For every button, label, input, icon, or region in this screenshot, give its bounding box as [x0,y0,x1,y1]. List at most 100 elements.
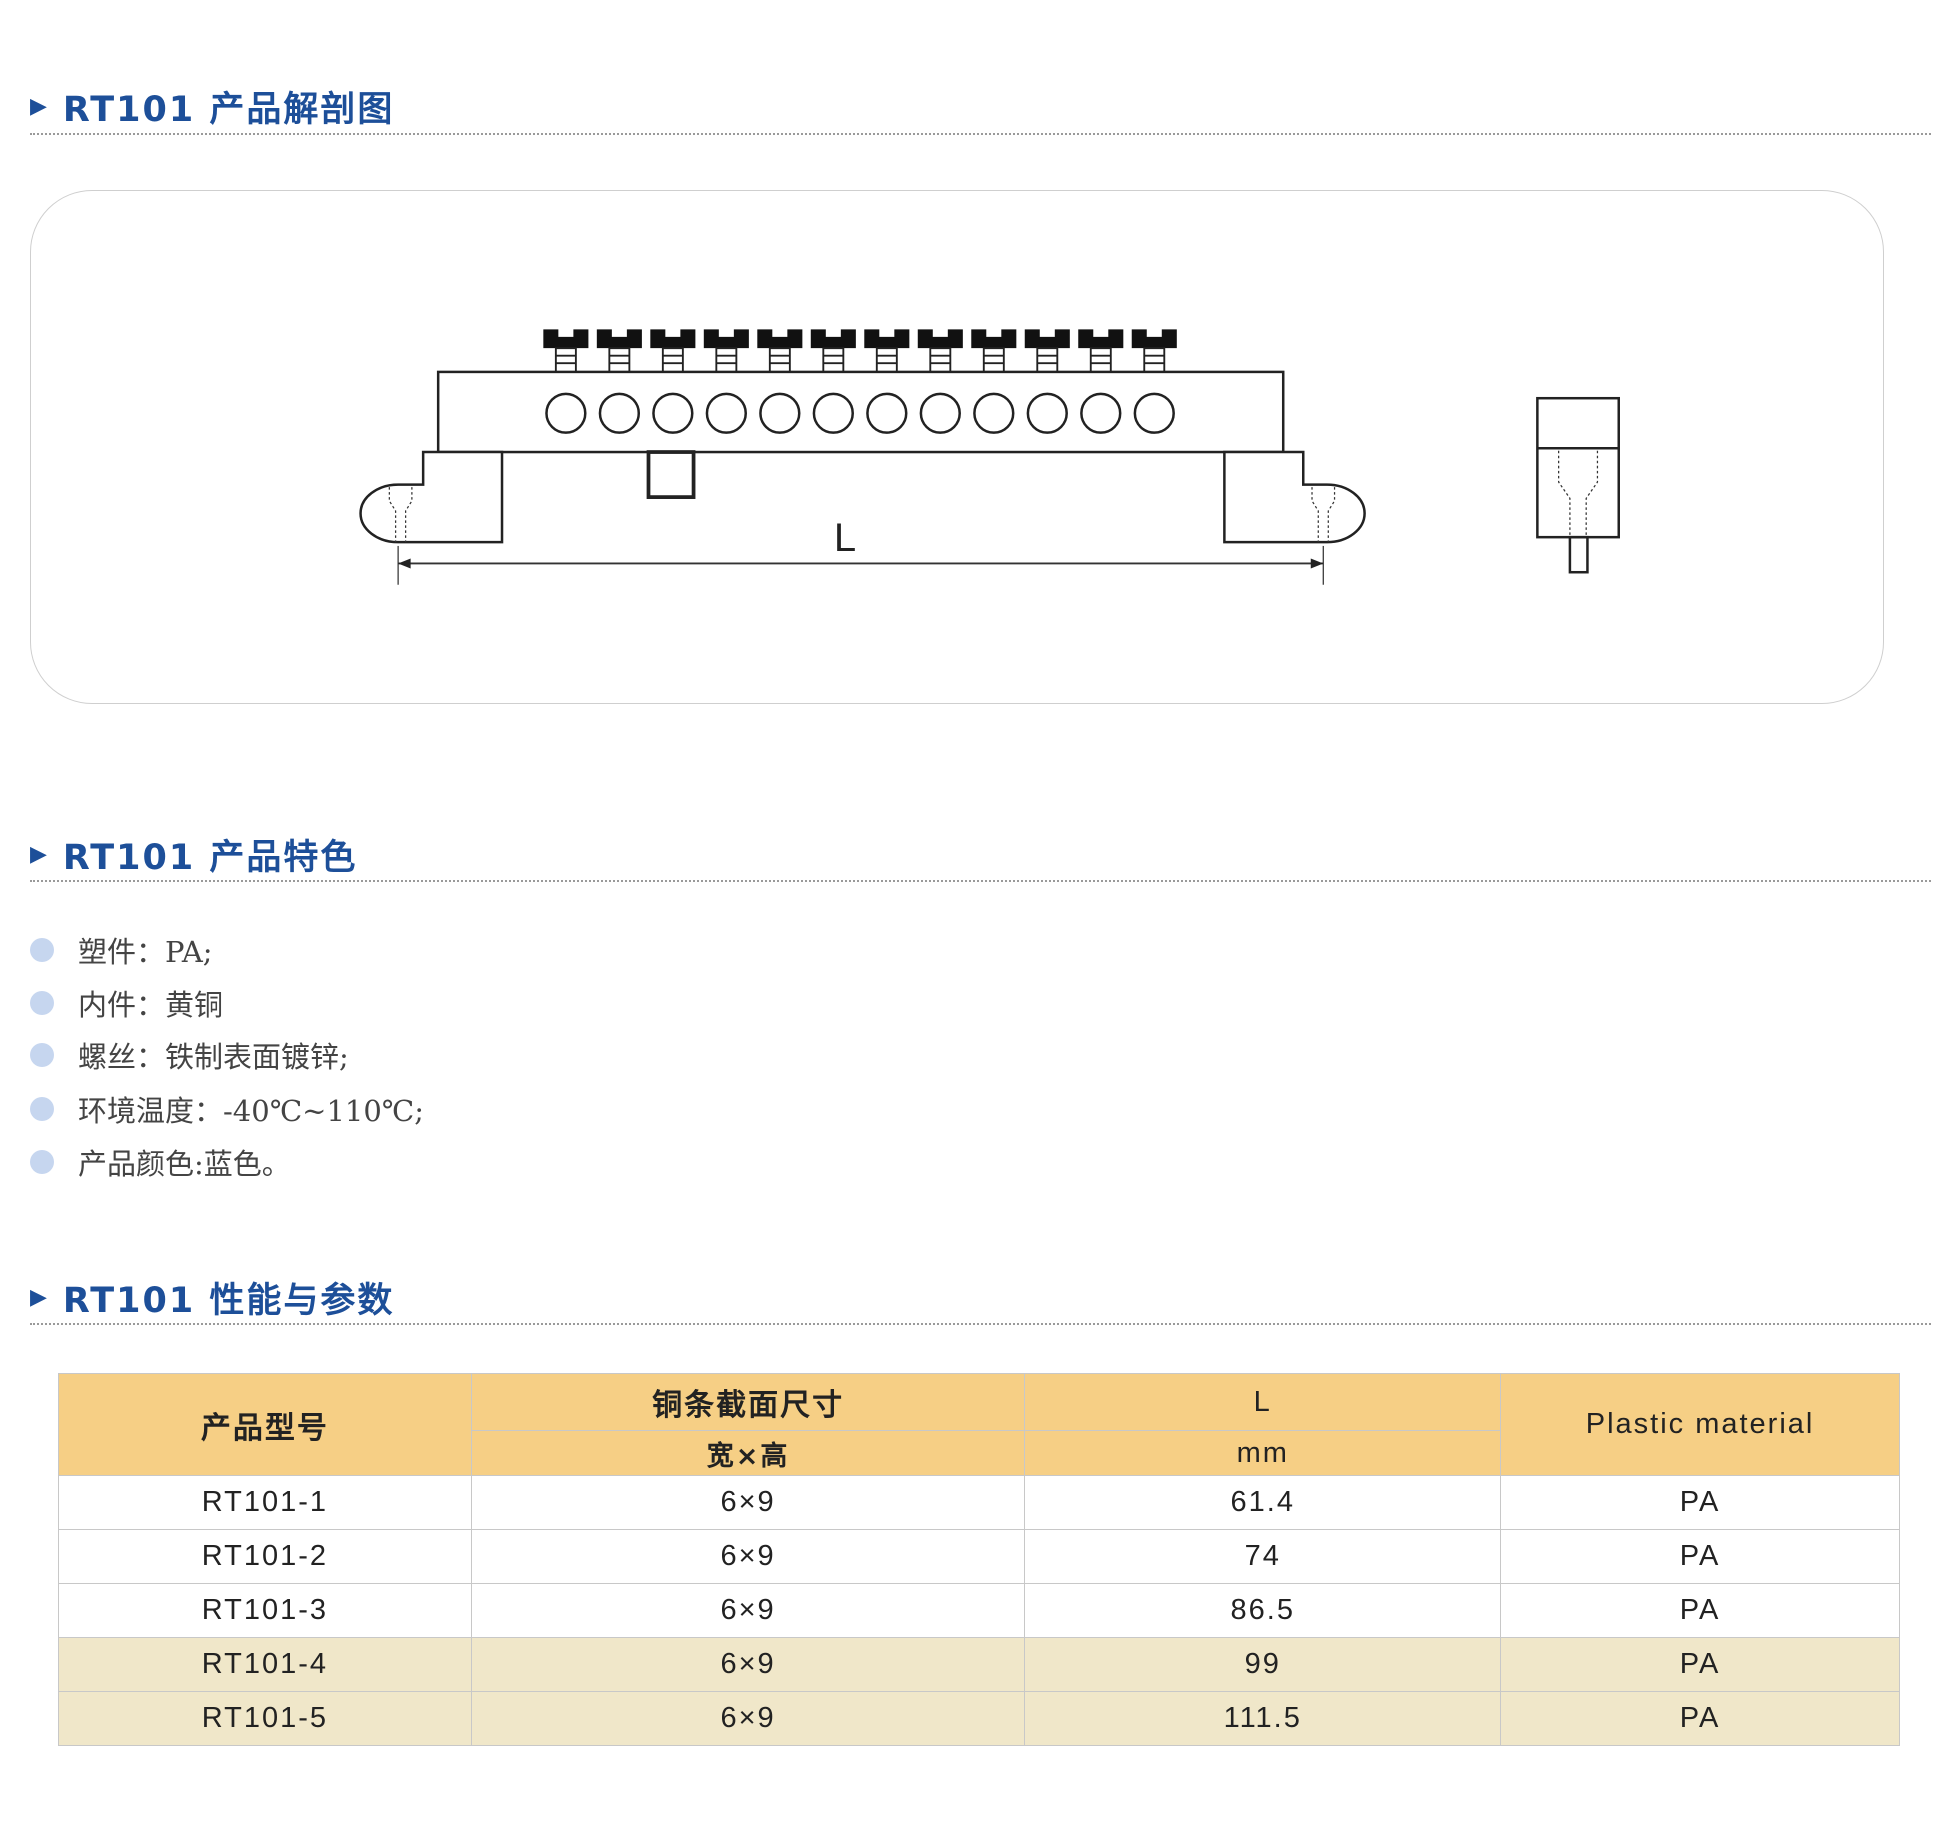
cell-model: RT101-2 [58,1529,472,1584]
bullet-icon [30,1150,54,1174]
cell-section: 6×9 [470,1637,1026,1692]
spec-table: 产品型号 铜条截面尺寸 L Plastic material 宽×高 mm RT… [58,1373,1900,1746]
cell-length: 99 [1024,1637,1502,1692]
header-model: 产品型号 [58,1373,472,1476]
screw-thread [1036,347,1059,373]
bullet-icon [30,991,54,1015]
screw-thread [929,347,952,373]
bullet-icon [30,1097,54,1121]
terminal-hole [1026,392,1068,434]
feature-text: 塑件：PA; [78,935,213,969]
terminal-hole [812,392,854,434]
header-material: Plastic material [1500,1373,1900,1476]
header-length: L [1024,1373,1502,1431]
feature-text: 产品颜色:蓝色。 [78,1147,291,1181]
screw-thread [554,347,577,373]
screw-head [1024,329,1070,349]
screw-thread [982,347,1005,373]
left-foot [359,450,504,544]
cell-model: RT101-4 [58,1637,472,1692]
bullet-icon [30,938,54,962]
screw-thread [715,347,738,373]
hole-group [545,392,1175,434]
cell-model: RT101-1 [58,1475,472,1530]
terminal-hole [759,392,801,434]
cell-material: PA [1500,1583,1900,1638]
section-title-text: RT101 性能与参数 [62,1280,395,1321]
cell-length: 111.5 [1024,1691,1502,1746]
feature-text: 环境温度：-40℃~110℃; [78,1094,425,1128]
feature-text: 内件：黄铜 [78,988,224,1022]
header-section: 铜条截面尺寸 [470,1373,1026,1431]
screw-head [1078,329,1124,349]
mount-block [646,450,696,499]
side-view-hole-outline [1558,450,1599,538]
bullet-icon [30,1043,54,1067]
section-title-features: ▶ RT101 产品特色 [30,829,357,879]
divider [30,1323,1931,1325]
cell-model: RT101-3 [58,1583,472,1638]
section-title-text: RT101 产品解剖图 [62,89,395,130]
feature-text: 螺丝：铁制表面镀锌; [78,1040,349,1074]
busbar-body [436,370,1285,454]
side-view-body [1536,396,1620,539]
feature-item: 塑件：PA; [30,928,213,972]
cell-material: PA [1500,1691,1900,1746]
divider [30,880,1931,882]
triangle-icon: ▶ [30,1284,49,1310]
screw-thread [1143,347,1166,373]
feature-item: 环境温度：-40℃~110℃; [30,1087,424,1131]
terminal-hole [866,392,908,434]
feature-item: 螺丝：铁制表面镀锌; [30,1033,349,1077]
screw-head [703,329,749,349]
screw-head [971,329,1017,349]
screw-thread [875,347,898,373]
cell-length: 61.4 [1024,1475,1502,1530]
screw-thread [1089,347,1112,373]
screw-head [917,329,963,349]
screw-head [543,329,589,349]
screw-thread [661,347,684,373]
feature-item: 内件：黄铜 [30,981,223,1025]
cell-section: 6×9 [470,1529,1026,1584]
terminal-hole [652,392,694,434]
cell-material: PA [1500,1475,1900,1530]
cell-material: PA [1500,1637,1900,1692]
triangle-icon: ▶ [30,841,49,867]
diagram-frame [30,190,1884,704]
section-title-text: RT101 产品特色 [62,837,358,878]
screw-head [1131,329,1177,349]
section-title-params: ▶ RT101 性能与参数 [30,1272,394,1322]
screw-head [596,329,642,349]
section-title-cutaway: ▶ RT101 产品解剖图 [30,81,394,131]
triangle-icon: ▶ [30,93,49,119]
screw-thread [822,347,845,373]
dimension-label: L [834,516,856,560]
left-hole-outline [388,487,413,543]
terminal-hole [1133,392,1175,434]
screw-head [757,329,803,349]
screw-thread [608,347,631,373]
screw-thread [768,347,791,373]
terminal-hole [545,392,587,434]
screw-group [543,329,1177,373]
divider [30,133,1931,135]
terminal-hole [705,392,747,434]
screw-head [864,329,910,349]
cell-section: 6×9 [470,1691,1026,1746]
cell-length: 86.5 [1024,1583,1502,1638]
cell-model: RT101-5 [58,1691,472,1746]
cell-length: 74 [1024,1529,1502,1584]
right-hole-outline [1311,487,1336,543]
cell-section: 6×9 [470,1475,1026,1530]
right-foot [1223,450,1366,544]
terminal-hole [598,392,641,434]
header-section-sub: 宽×高 [470,1430,1026,1476]
screw-head [650,329,696,349]
